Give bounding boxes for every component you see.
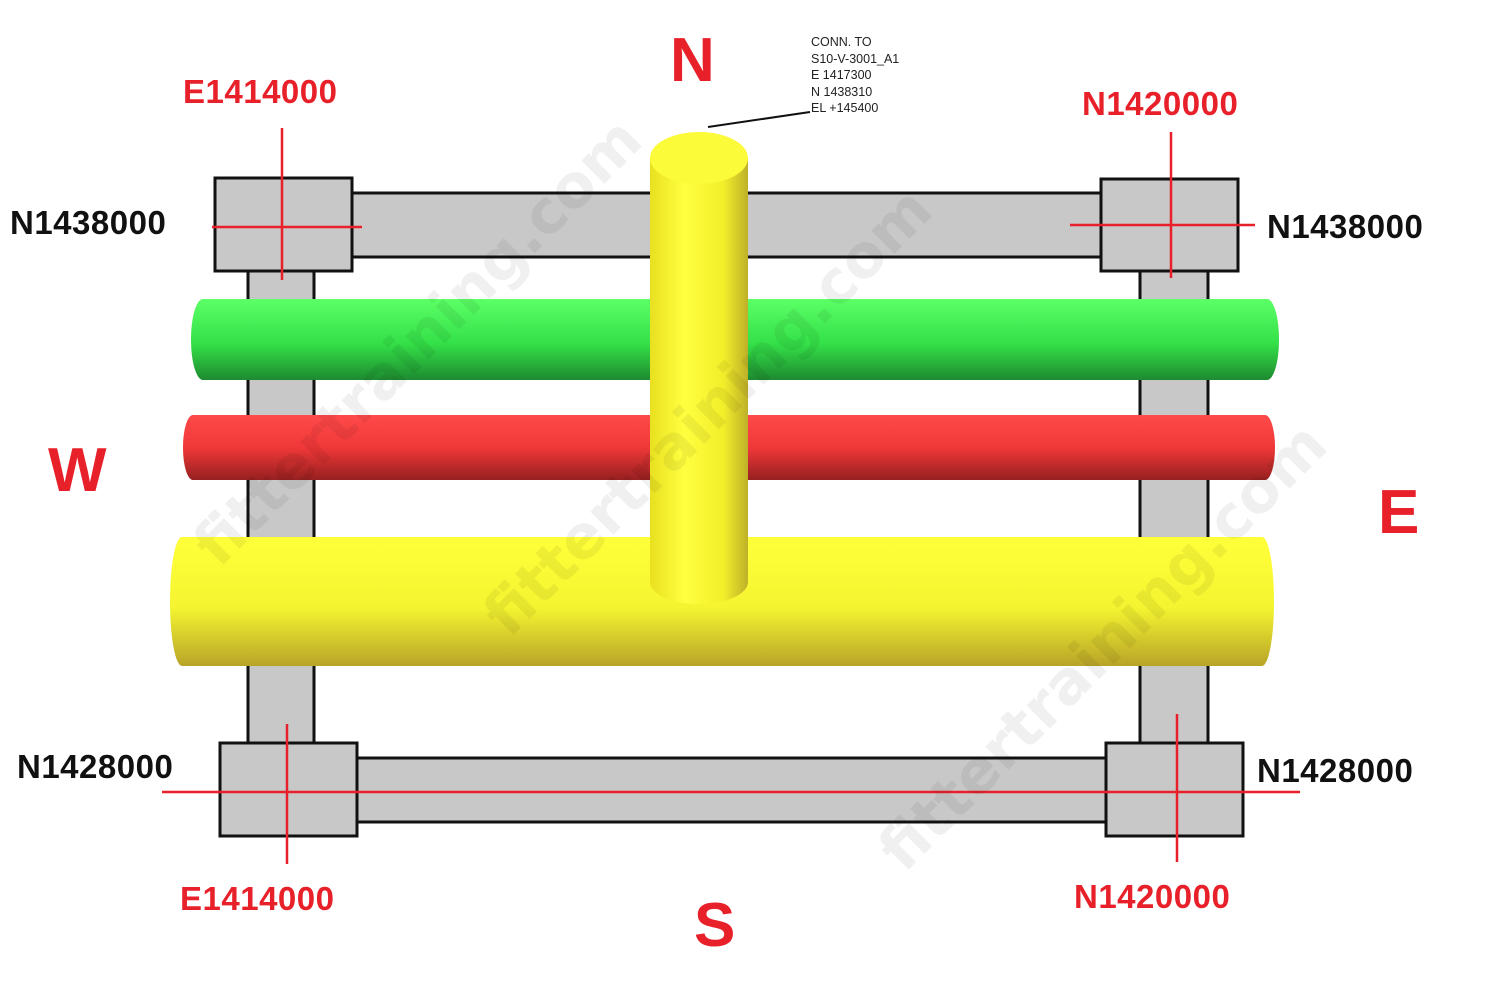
connection-note-line1: CONN. TO — [811, 35, 872, 49]
column-bottom-right — [1104, 741, 1245, 838]
column-bottom-left — [218, 741, 359, 838]
coord-top-right-easting: N1420000 — [1082, 85, 1239, 122]
connection-note-line2: S10-V-3001_A1 — [811, 51, 900, 66]
compass-east: E — [1378, 478, 1420, 547]
coord-bottom-right-northing: N1428000 — [1257, 752, 1414, 789]
pipe-yellow-branch — [650, 132, 748, 604]
coord-bottom-left-easting: E1414000 — [180, 880, 335, 917]
coord-bottom-left-northing: N1428000 — [17, 748, 174, 785]
coord-top-left-easting: E1414000 — [183, 73, 338, 110]
coord-top-left-northing: N1438000 — [10, 204, 167, 241]
connection-note-line3: E 1417300 — [811, 68, 872, 82]
compass-north: N — [670, 26, 715, 95]
connection-note: CONN. TO S10-V-3001_A1 E 1417300 N 14383… — [811, 34, 899, 117]
compass-west: W — [48, 436, 107, 505]
connection-note-line4: N 1438310 — [811, 84, 873, 99]
coord-bottom-right-easting: N1420000 — [1074, 878, 1231, 915]
pipe-yellow-header — [170, 537, 1274, 666]
compass-south: S — [694, 891, 736, 960]
column-top-left — [213, 176, 354, 273]
connection-note-line5: EL +145400 — [811, 101, 879, 115]
coord-top-right-northing: N1438000 — [1267, 208, 1424, 245]
connection-leader-line — [707, 111, 811, 128]
